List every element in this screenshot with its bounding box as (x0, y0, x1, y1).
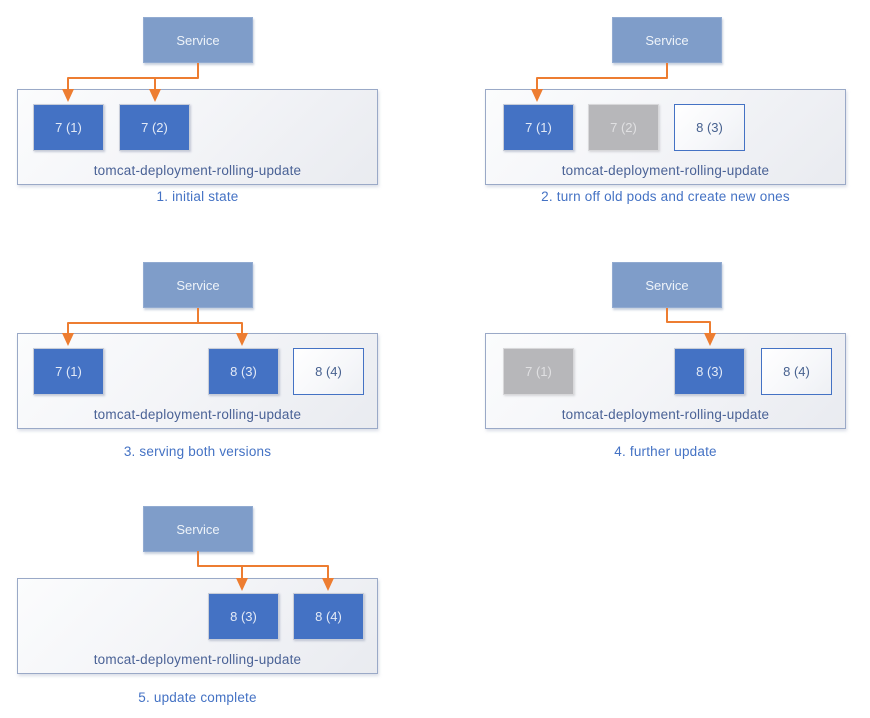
pod: 7 (1) (503, 104, 574, 151)
service-label: Service (645, 277, 689, 293)
pod-label: 8 (4) (315, 609, 342, 624)
panel-caption: 3. serving both versions (123, 444, 272, 459)
panel-caption: 5. update complete (138, 690, 257, 705)
pod: 8 (3) (674, 348, 745, 395)
panel-caption: 1. initial state (156, 189, 239, 204)
pod: 7 (1) (33, 348, 104, 395)
pod: 7 (2) (588, 104, 659, 151)
pod: 8 (4) (761, 348, 832, 395)
pod: 7 (2) (119, 104, 190, 151)
pod: 8 (3) (208, 593, 279, 640)
deployment-label: tomcat-deployment-rolling-update (561, 163, 770, 178)
pod-label: 8 (3) (230, 609, 257, 624)
service-label: Service (176, 32, 220, 48)
deployment-box: 7 (1) 8 (3) 8 (4) tomcat-deployment-roll… (485, 333, 846, 429)
pod-label: 8 (4) (783, 364, 810, 379)
pod-label: 8 (3) (696, 364, 723, 379)
pod: 7 (1) (503, 348, 574, 395)
service-label: Service (645, 32, 689, 48)
service-box: Service (143, 506, 253, 552)
service-box: Service (143, 262, 253, 308)
pod: 8 (4) (293, 593, 364, 640)
pod-label: 8 (3) (696, 120, 723, 135)
deployment-label: tomcat-deployment-rolling-update (93, 163, 302, 178)
pod-label: 8 (4) (315, 364, 342, 379)
service-box: Service (612, 17, 722, 63)
deployment-box: 7 (1) 8 (3) 8 (4) tomcat-deployment-roll… (17, 333, 378, 429)
panel-caption: 2. turn off old pods and create new ones (541, 189, 790, 204)
deployment-box: 7 (1) 7 (2) tomcat-deployment-rolling-up… (17, 89, 378, 185)
deployment-box: 7 (1) 7 (2) 8 (3) tomcat-deployment-roll… (485, 89, 846, 185)
pod-label: 7 (1) (525, 364, 552, 379)
pod-label: 8 (3) (230, 364, 257, 379)
service-label: Service (176, 277, 220, 293)
service-box: Service (612, 262, 722, 308)
pod-label: 7 (2) (610, 120, 637, 135)
pod-label: 7 (1) (55, 120, 82, 135)
pod: 8 (3) (208, 348, 279, 395)
deployment-label: tomcat-deployment-rolling-update (93, 407, 302, 422)
pod-label: 7 (2) (141, 120, 168, 135)
deployment-box: 8 (3) 8 (4) tomcat-deployment-rolling-up… (17, 578, 378, 674)
deployment-label: tomcat-deployment-rolling-update (93, 652, 302, 667)
pod: 7 (1) (33, 104, 104, 151)
pod-label: 7 (1) (525, 120, 552, 135)
service-label: Service (176, 521, 220, 537)
service-box: Service (143, 17, 253, 63)
pod-label: 7 (1) (55, 364, 82, 379)
pod: 8 (3) (674, 104, 745, 151)
pod: 8 (4) (293, 348, 364, 395)
deployment-label: tomcat-deployment-rolling-update (561, 407, 770, 422)
panel-caption: 4. further update (614, 444, 717, 459)
